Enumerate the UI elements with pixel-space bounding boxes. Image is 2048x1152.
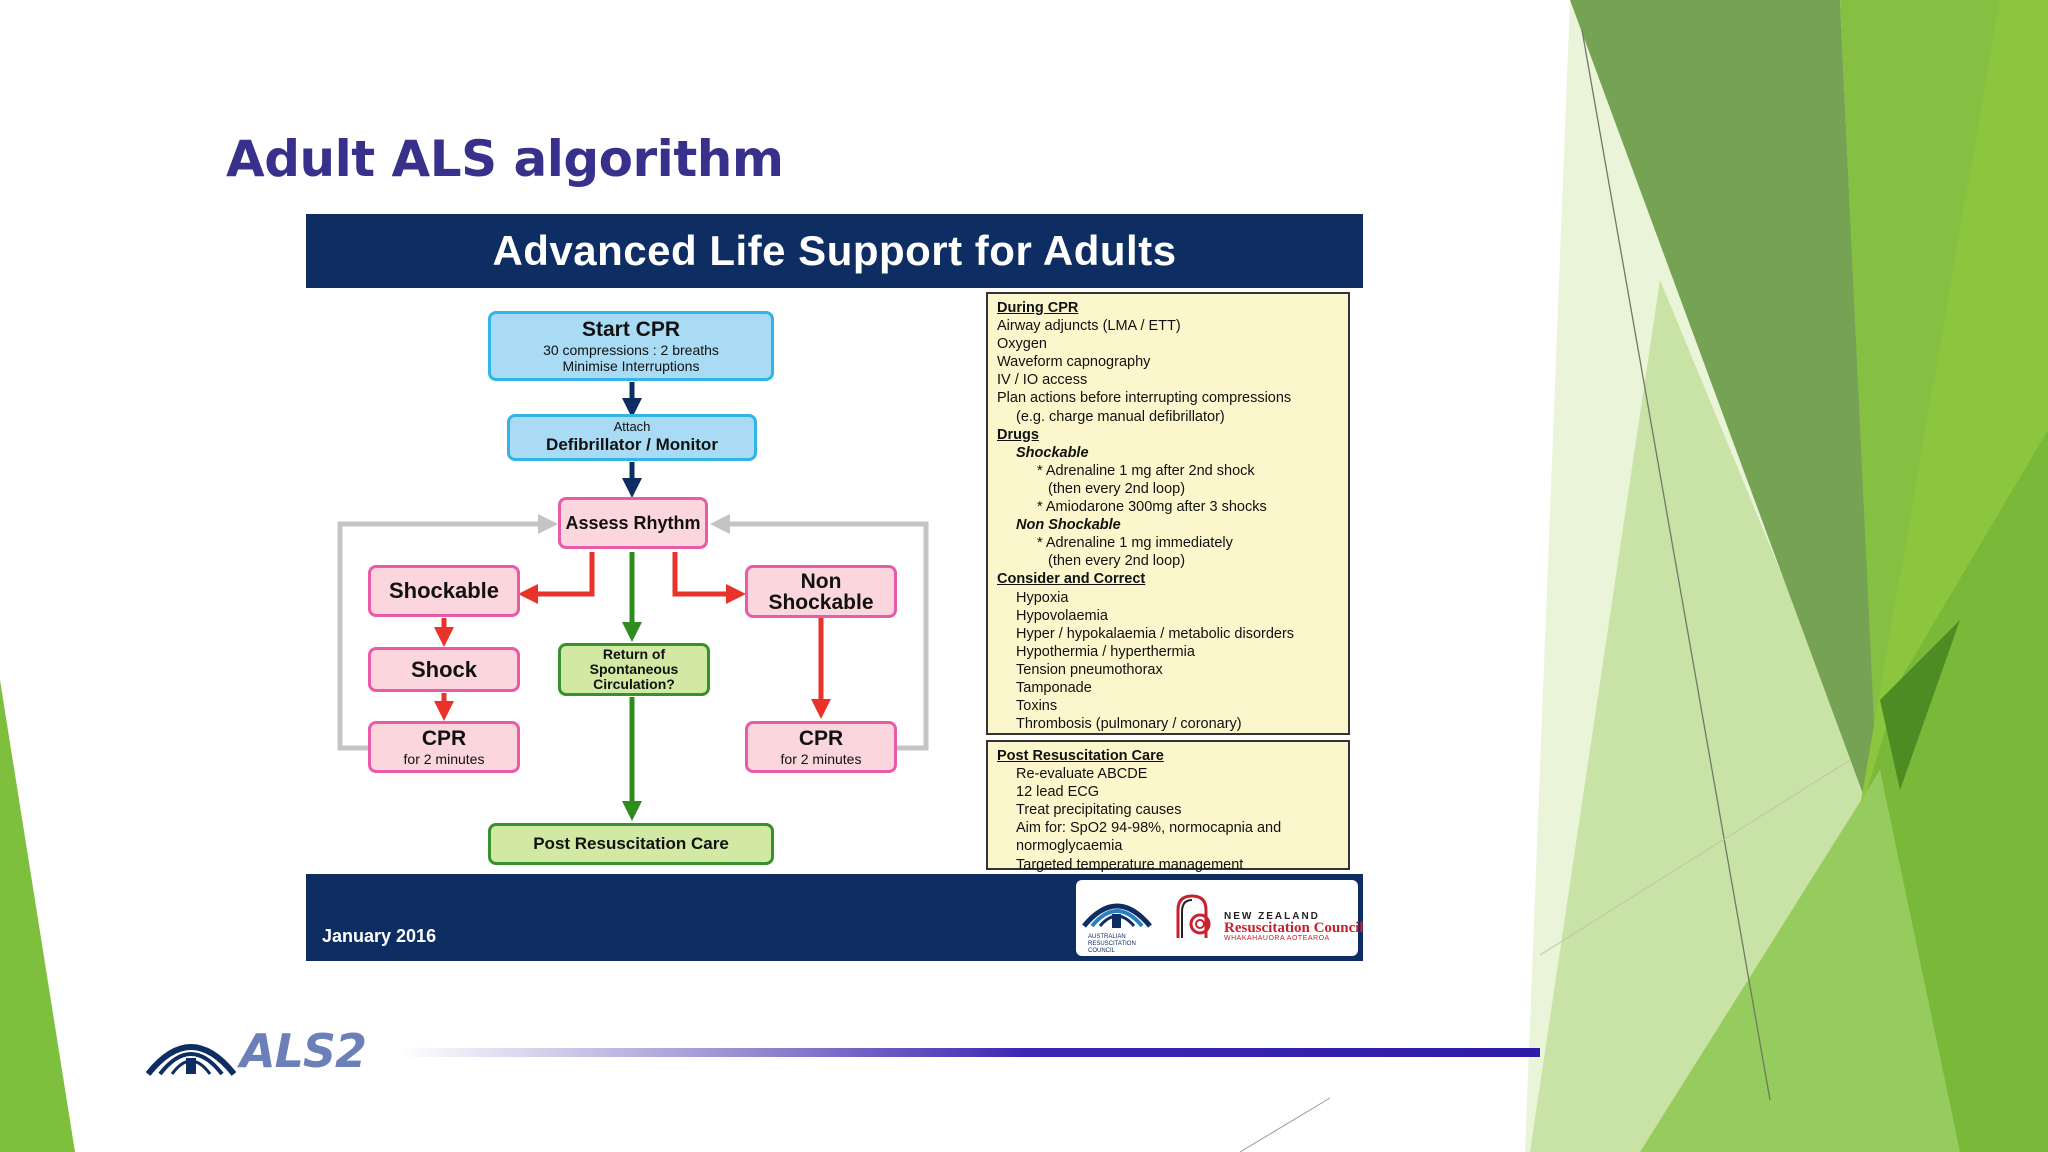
shockable-drug-item: * Adrenaline 1 mg after 2nd shock [1037, 462, 1255, 479]
right-dark-green-triangle [1570, 0, 1880, 840]
non-shockable-box: Non Shockable [745, 565, 897, 618]
post-care-label: Post Resuscitation Care [533, 834, 729, 854]
non-shockable-label: Non Shockable [768, 569, 874, 614]
post-panel-item: 12 lead ECG [1016, 784, 1100, 801]
post-care-box: Post Resuscitation Care [488, 823, 774, 865]
shockable-drug-item: (then every 2nd loop) [1048, 480, 1186, 497]
arc-logo-text: AUSTRALIAN RESUSCITATION COUNCIL [1088, 934, 1138, 955]
during-cpr-item: (e.g. charge manual defibrillator) [1016, 408, 1225, 425]
shockable-drugs-heading: Shockable [1016, 444, 1089, 461]
title-underline [400, 1048, 1540, 1057]
start-cpr-title: Start CPR [581, 317, 681, 341]
arc-text-line: RESUSCITATION [1088, 941, 1136, 947]
non-shockable-drug-item: * Adrenaline 1 mg immediately [1037, 535, 1233, 552]
left-green-wedge [0, 680, 75, 1152]
shockable-drug-item: * Amiodarone 300mg after 3 shocks [1037, 499, 1267, 516]
rosc-label: Return of Spontaneous Circulation? [589, 646, 679, 692]
als2-logo-icon [146, 1044, 236, 1076]
cpr-left-sub: for 2 minutes [403, 751, 485, 768]
shockable-label: Shockable [388, 578, 500, 604]
post-panel-item: Treat precipitating causes [1016, 802, 1182, 819]
decor-line [1581, 29, 1771, 1101]
consider-item: Hyper / hypokalaemia / metabolic disorde… [1016, 625, 1295, 642]
drugs-heading: Drugs [997, 426, 1039, 443]
consider-item: Tamponade [1016, 679, 1092, 696]
non-shockable-drugs-heading: Non Shockable [1016, 517, 1121, 534]
post-resuscitation-panel: Post Resuscitation Care Re-evaluate ABCD… [986, 740, 1350, 873]
assess-rhythm-label: Assess Rhythm [565, 512, 701, 533]
post-panel-item: Targeted temperature management [1016, 856, 1244, 873]
consider-item: Hypothermia / hyperthermia [1016, 643, 1195, 660]
attach-defibrillator-box: Attach Defibrillator / Monitor [507, 414, 757, 461]
nz-council-line3: WHAKAHAUORA AOTEAROA [1224, 935, 1330, 942]
post-panel-item: normoglycaemia [1016, 838, 1123, 855]
cpr-right-sub: for 2 minutes [780, 751, 862, 768]
decor-line-2 [1539, 759, 1851, 956]
post-panel-heading: Post Resuscitation Care [997, 748, 1164, 764]
non-shockable-drug-item: (then every 2nd loop) [1048, 553, 1186, 570]
assess-rhythm-box: Assess Rhythm [558, 497, 708, 549]
arrow-assess-to-shockable [518, 552, 595, 604]
right-accent-triangle [1880, 620, 1960, 790]
consider-item: Hypovolaemia [1016, 607, 1108, 624]
start-cpr-line1: 30 compressions : 2 breaths [543, 341, 719, 358]
post-panel-item: Re-evaluate ABCDE [1016, 766, 1148, 783]
footer-date: January 2016 [322, 926, 437, 946]
shock-label: Shock [410, 656, 478, 682]
post-panel-item: Aim for: SpO2 94-98%, normocapnia and [1016, 820, 1282, 837]
during-cpr-item: Waveform capnography [997, 354, 1151, 371]
during-cpr-item: Plan actions before interrupting compres… [997, 390, 1292, 407]
als2-logo-text: ALS2 [240, 1024, 367, 1078]
cpr-left-title: CPR [421, 726, 467, 750]
banner-title: Advanced Life Support for Adults [306, 214, 1363, 288]
loop-left [337, 514, 558, 751]
new-zealand-council-logo [1176, 894, 1211, 938]
loop-right [710, 514, 929, 751]
right-mid-triangle [1640, 770, 1960, 1152]
consider-correct-heading: Consider and Correct [997, 571, 1146, 588]
arc-text-line: AUSTRALIAN [1088, 934, 1126, 940]
during-cpr-heading: During CPR [997, 300, 1079, 316]
during-cpr-panel: During CPR Airway adjuncts (LMA / ETT) O… [986, 292, 1350, 735]
cpr-right-title: CPR [798, 726, 844, 750]
arrow-assess-to-nonshockable [672, 552, 746, 604]
arc-text-line: COUNCIL [1088, 948, 1116, 954]
rosc-box: Return of Spontaneous Circulation? [558, 643, 710, 696]
cpr-right-box: CPR for 2 minutes [745, 721, 897, 773]
consider-item: Toxins [1016, 698, 1058, 715]
nz-council-line2: Resuscitation Council [1224, 920, 1364, 936]
start-cpr-line2: Minimise Interruptions [562, 358, 700, 375]
during-cpr-item: IV / IO access [997, 372, 1088, 389]
slide-title: Adult ALS algorithm [226, 130, 784, 188]
during-cpr-item: Airway adjuncts (LMA / ETT) [997, 318, 1181, 335]
australian-resuscitation-council-logo [1082, 903, 1152, 928]
consider-item: Thrombosis (pulmonary / coronary) [1016, 716, 1242, 733]
decor-line-3 [1239, 1097, 1331, 1152]
consider-item: Tension pneumothorax [1016, 661, 1163, 678]
nz-council-line1: NEW ZEALAND [1224, 911, 1320, 922]
cpr-left-box: CPR for 2 minutes [368, 721, 520, 773]
defibrillator-monitor-label: Defibrillator / Monitor [546, 435, 718, 455]
attach-label: Attach [613, 419, 651, 435]
start-cpr-box: Start CPR 30 compressions : 2 breaths Mi… [488, 311, 774, 381]
during-cpr-item: Oxygen [997, 336, 1047, 353]
shockable-box: Shockable [368, 565, 520, 617]
shock-box: Shock [368, 647, 520, 692]
consider-item: Hypoxia [1016, 589, 1069, 606]
